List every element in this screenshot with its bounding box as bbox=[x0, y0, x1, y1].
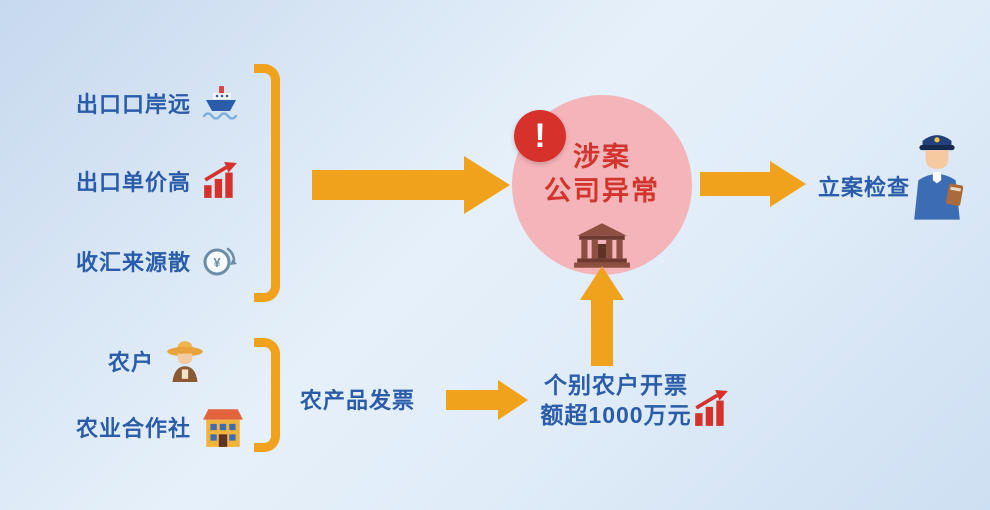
invoice-flow-arrow-icon bbox=[446, 380, 528, 420]
trend-up-chart-icon bbox=[204, 162, 237, 198]
farmer-icon bbox=[167, 341, 203, 382]
ship-icon bbox=[202, 86, 238, 120]
invoice-label: 农产品发票 bbox=[300, 388, 416, 413]
trend-up-chart-icon bbox=[695, 390, 728, 426]
center-node-title: 涉案 公司异常 bbox=[512, 140, 692, 208]
center-title-line1: 涉案 bbox=[573, 142, 631, 172]
top-item-label: 收汇来源散 bbox=[76, 250, 192, 275]
outcome-label: 立案检查 bbox=[818, 175, 911, 200]
finding-line1: 个别农户开票 bbox=[544, 372, 688, 398]
bottom-group-bracket bbox=[254, 338, 280, 452]
alert-glyph: ! bbox=[534, 116, 546, 155]
top-item-label: 出口口岸远 bbox=[76, 92, 192, 117]
center-title-line2: 公司异常 bbox=[544, 176, 660, 206]
exclamation-alert-icon: ! bbox=[514, 110, 566, 162]
outcome-flow-arrow-icon bbox=[700, 161, 806, 207]
yen-coin-icon: ¥ bbox=[203, 247, 238, 276]
police-officer-icon bbox=[914, 135, 964, 220]
outcome-item: 立案检查 bbox=[818, 165, 910, 207]
top-item-unit-price: 出口单价高 bbox=[76, 160, 239, 202]
top-item-export-port: 出口口岸远 bbox=[76, 82, 241, 124]
cooperative-building-icon bbox=[203, 409, 243, 447]
main-flow-arrow-icon bbox=[312, 156, 510, 214]
top-item-payment-sources: 收汇来源散 ¥ bbox=[76, 240, 238, 282]
bottom-item-cooperative: 农业合作社 bbox=[76, 406, 245, 448]
top-item-label: 出口单价高 bbox=[76, 170, 192, 195]
company-building-icon bbox=[574, 223, 630, 268]
finding-flow-up-arrow-icon bbox=[580, 266, 624, 366]
finding-line2: 额超1000万元 bbox=[540, 402, 692, 428]
top-group-bracket bbox=[254, 64, 280, 302]
bottom-item-farmer: 农户 bbox=[108, 340, 206, 382]
finding-text: 个别农户开票 额超1000万元 bbox=[536, 370, 696, 430]
yen-glyph: ¥ bbox=[213, 255, 221, 270]
bottom-item-label: 农业合作社 bbox=[76, 416, 192, 441]
bottom-item-label: 农户 bbox=[108, 350, 155, 375]
invoice-item: 农产品发票 bbox=[300, 378, 415, 420]
